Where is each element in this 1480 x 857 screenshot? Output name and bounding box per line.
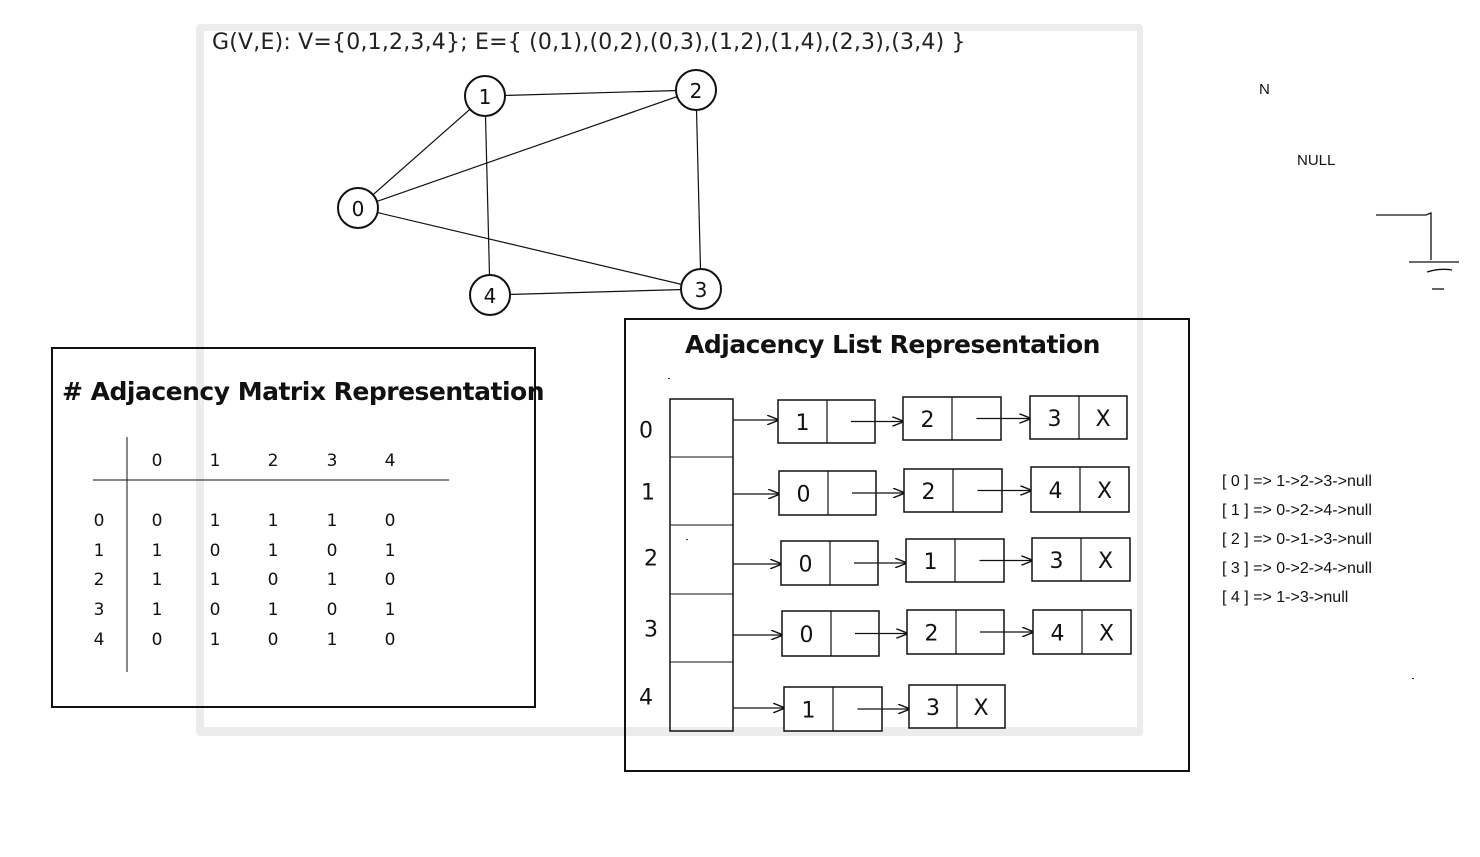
node-3-label: 3 [695, 278, 708, 302]
matrix-col-header: 1 [210, 451, 221, 471]
list-node-value: 0 [800, 623, 814, 648]
null-label: NULL [1297, 152, 1336, 169]
node-2-circle [675, 69, 717, 111]
matrix-cell: 1 [385, 600, 396, 620]
stray-mark [686, 539, 688, 540]
matrix-cell: 0 [327, 600, 338, 620]
list-node-value: 2 [922, 480, 936, 505]
list-node-value: 1 [796, 411, 810, 436]
matrix-row-header: 4 [94, 630, 105, 650]
list-node-value: 0 [797, 483, 811, 508]
adjacency-array-column [669, 398, 734, 732]
text-list-line: [ 2 ] => 0->1->3->null [1222, 531, 1372, 548]
list-node-value: 1 [924, 550, 938, 575]
edge-1-2 [484, 89, 697, 97]
node-0-label: 0 [352, 197, 365, 221]
matrix-row-header: 0 [94, 511, 105, 531]
list-node-value: 2 [921, 408, 935, 433]
text-adjacency-list: [ 0 ] => 1->2->3->null [ 1 ] => 0->2->4-… [1222, 467, 1372, 612]
matrix-cell: 1 [268, 600, 279, 620]
node-2-label: 2 [690, 79, 703, 103]
node-4-label: 4 [484, 284, 497, 308]
list-node-value: 4 [1049, 479, 1063, 504]
text-list-line: [ 1 ] => 0->2->4->null [1222, 502, 1372, 519]
list-node-value: 1 [802, 699, 816, 724]
matrix-row-header: 1 [94, 541, 105, 561]
adjacency-index-label: 4 [639, 686, 653, 711]
matrix-cell: 1 [327, 630, 338, 650]
adjacency-index-label: 0 [639, 419, 653, 444]
list-node-value: 3 [926, 696, 940, 721]
graph-definition-title: G(V,E): V={0,1,2,3,4}; E={ (0,1),(0,2),(… [212, 30, 966, 55]
list-node-value: 2 [925, 622, 939, 647]
matrix-cell: 0 [152, 630, 163, 650]
adjacency-index-label: 2 [644, 547, 658, 572]
n-label: N [1259, 81, 1270, 98]
matrix-cell: 0 [385, 570, 396, 590]
list-node-value: 3 [1048, 407, 1062, 432]
null-terminator: X [1095, 407, 1110, 432]
node-4-circle [469, 274, 511, 316]
matrix-cell: 0 [268, 630, 279, 650]
matrix-cell: 1 [152, 600, 163, 620]
edge-1-4 [484, 95, 491, 296]
matrix-cell: 1 [268, 541, 279, 561]
edge-0-1 [357, 95, 486, 209]
text-list-line: [ 3 ] => 0->2->4->null [1222, 560, 1372, 577]
matrix-row-header: 3 [94, 600, 105, 620]
adjacency-index-label: 3 [644, 618, 658, 643]
adjacency-matrix-panel [51, 347, 536, 708]
node-0-circle [337, 187, 379, 229]
edge-0-3 [357, 207, 702, 290]
adjacency-list-panel [624, 318, 1190, 772]
matrix-cell: 0 [268, 570, 279, 590]
matrix-cell: 1 [210, 630, 221, 650]
list-node-value: 3 [1050, 549, 1064, 574]
adjacency-index-label: 1 [641, 481, 655, 506]
matrix-col-header: 0 [152, 451, 163, 471]
stray-mark [668, 378, 670, 379]
list-node-value: 4 [1051, 622, 1065, 647]
matrix-col-header: 2 [268, 451, 279, 471]
adjacency-list-title: Adjacency List Representation [685, 330, 1100, 359]
matrix-cell: 1 [327, 511, 338, 531]
matrix-cell: 0 [210, 541, 221, 561]
matrix-row-header: 2 [94, 570, 105, 590]
null-terminator: X [1098, 549, 1113, 574]
null-terminator: X [1099, 622, 1114, 647]
matrix-cell: 1 [268, 511, 279, 531]
matrix-cell: 0 [152, 511, 163, 531]
matrix-cell: 1 [152, 570, 163, 590]
edge-0-2 [357, 89, 697, 209]
edge-3-4 [489, 288, 702, 296]
node-3-circle [680, 268, 722, 310]
adjacency-matrix-title: # Adjacency Matrix Representation [62, 377, 545, 406]
list-node-value: 0 [799, 553, 813, 578]
text-list-line: [ 4 ] => 1->3->null [1222, 589, 1349, 606]
edge-2-3 [695, 89, 702, 290]
stray-mark [1412, 678, 1414, 679]
matrix-cell: 1 [152, 541, 163, 561]
matrix-cell: 1 [210, 570, 221, 590]
matrix-col-header: 4 [385, 451, 396, 471]
matrix-cell: 1 [327, 570, 338, 590]
matrix-col-header: 3 [327, 451, 338, 471]
matrix-cell: 0 [385, 511, 396, 531]
matrix-cell: 1 [385, 541, 396, 561]
null-terminator: X [973, 696, 988, 721]
node-1-label: 1 [479, 85, 492, 109]
matrix-cell: 0 [210, 600, 221, 620]
text-list-line: [ 0 ] => 1->2->3->null [1222, 473, 1372, 490]
matrix-cell: 0 [385, 630, 396, 650]
null-terminator: X [1097, 479, 1112, 504]
matrix-cell: 0 [327, 541, 338, 561]
matrix-cell: 1 [210, 511, 221, 531]
node-1-circle [464, 75, 506, 117]
